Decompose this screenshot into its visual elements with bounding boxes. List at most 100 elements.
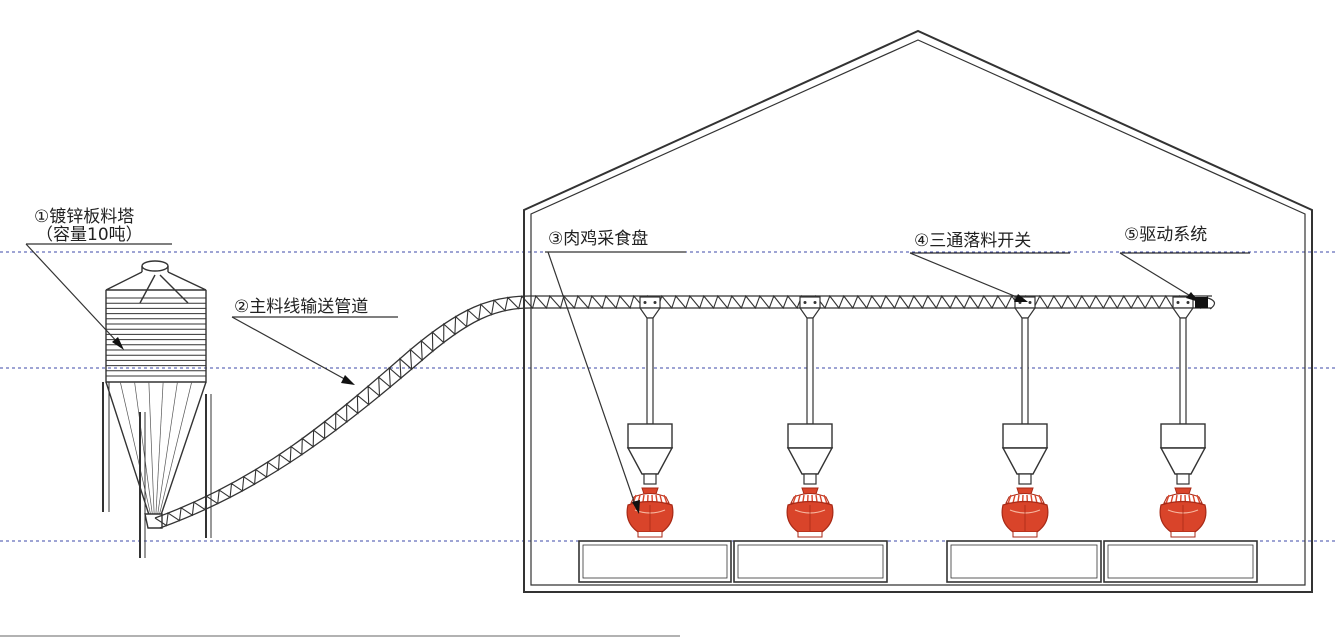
- hopper-lines: [119, 381, 193, 519]
- drop-hopper-cone: [626, 447, 674, 475]
- drop-hopper-cone: [1001, 447, 1049, 475]
- drop-hopper-neck: [1018, 473, 1032, 485]
- bracket-bolt: [1186, 301, 1190, 304]
- junction-funnel: [1171, 307, 1195, 319]
- hopper-line: [155, 381, 164, 519]
- feeder-pan-bar: [819, 494, 823, 504]
- label-drive-system: ⑤驱动系统: [1124, 225, 1207, 245]
- bracket-bolt: [653, 301, 657, 304]
- hopper-line: [134, 381, 154, 519]
- drop-hopper-neck: [1176, 473, 1190, 485]
- junction-funnel: [798, 307, 822, 319]
- drop-hopper-cone: [1159, 447, 1207, 475]
- floor-platform: [578, 540, 732, 583]
- junction-funnel: [1013, 307, 1037, 319]
- house-inner-wall: [530, 39, 1306, 586]
- leader-lines: [25, 243, 1250, 511]
- arrowhead-silo: [112, 337, 124, 350]
- hopper-line: [148, 381, 155, 519]
- silo: [102, 260, 212, 558]
- drop-switch-bracket: [639, 296, 661, 309]
- drop-hopper-neck: [643, 473, 657, 485]
- floor-platform: [946, 540, 1102, 583]
- floor-platform: [737, 544, 884, 579]
- feeder-pan-bar: [1038, 494, 1043, 504]
- drop-hopper-cone: [786, 447, 834, 475]
- drop-tube: [646, 317, 654, 425]
- feeder-pan-bar: [659, 494, 663, 504]
- arrowhead-switch: [1014, 294, 1028, 302]
- drop-hopper: [787, 423, 833, 449]
- feeder-drop: [786, 296, 834, 538]
- pipe-spiral: [154, 294, 1209, 527]
- feeder-pan-bar: [663, 494, 668, 504]
- hopper-line: [156, 381, 178, 519]
- leader-line-drive: [1119, 252, 1198, 301]
- feeder-pan-bar: [1007, 494, 1012, 504]
- silo-roof: [105, 271, 207, 291]
- bracket-bolt: [1176, 301, 1180, 304]
- feeder-pan-bar: [797, 494, 801, 504]
- drive-unit: [1195, 297, 1216, 310]
- drop-hopper: [627, 423, 673, 449]
- feeder-pan-bar: [1165, 494, 1170, 504]
- hopper-line: [119, 381, 152, 519]
- bracket-bolt: [1028, 301, 1032, 304]
- label-silo-capacity: （容量10吨）: [36, 225, 143, 245]
- feeder-pan-bar: [1034, 494, 1038, 504]
- feeder-pan-base: [1170, 532, 1196, 538]
- drop-tube: [1179, 317, 1187, 425]
- drop-tube: [806, 317, 814, 425]
- drop-tube: [1021, 317, 1029, 425]
- bracket-bolt: [813, 301, 817, 304]
- feeder-pan-bar: [1012, 494, 1016, 504]
- label-main-pipe: ②主料线输送管道: [234, 297, 368, 317]
- floor-platform: [1107, 544, 1254, 579]
- arrowhead-pipe: [341, 375, 355, 385]
- main-conveyor-pipe: [154, 294, 1212, 529]
- house-outer-wall: [523, 29, 1313, 593]
- silo-rings: [106, 297, 206, 377]
- drive-coupling: [1207, 297, 1216, 310]
- floor-platform: [1103, 540, 1258, 583]
- floor-platform: [733, 540, 888, 583]
- label-drop-switch: ④三通落料开关: [914, 231, 1031, 251]
- label-silo-title: ①镀锌板料塔: [34, 207, 134, 227]
- arrowhead-pan: [632, 500, 640, 514]
- pipe-upper-edge: [154, 295, 1212, 519]
- feeder-drop: [1001, 296, 1049, 538]
- pipe-lower-edge: [159, 307, 1212, 529]
- drop-hopper: [1002, 423, 1048, 449]
- label-feeder-pan: ③肉鸡采食盘: [548, 229, 648, 249]
- bracket-bolt: [803, 301, 807, 304]
- feeder-drop: [626, 296, 674, 538]
- drop-switch-bracket: [799, 296, 821, 309]
- arrowhead-drive: [1186, 292, 1199, 302]
- feeder-pan-bar: [792, 494, 797, 504]
- feeder-drops: [626, 296, 1207, 538]
- junction-funnel: [638, 307, 662, 319]
- hopper-line: [158, 381, 193, 519]
- silo-top-cap: [141, 260, 169, 272]
- poultry-house: [523, 29, 1313, 593]
- feeder-drop: [1159, 296, 1207, 538]
- feeder-pan-base: [797, 532, 823, 538]
- feeder-pan-base: [637, 532, 663, 538]
- feeder-pan-bar: [1192, 494, 1196, 504]
- feeder-pan-bar: [1196, 494, 1201, 504]
- drive-motor: [1195, 297, 1208, 308]
- feeder-pan-bar: [823, 494, 828, 504]
- leader-line-silo: [25, 243, 121, 346]
- drop-hopper: [1160, 423, 1206, 449]
- floor-platform: [582, 544, 728, 579]
- bracket-bolt: [643, 301, 647, 304]
- leader-line-pan: [547, 251, 638, 511]
- silo-hopper: [105, 381, 207, 519]
- feeder-pan-base: [1012, 532, 1038, 538]
- leader-arrowheads: [112, 292, 1199, 514]
- leader-line-switch: [909, 252, 1025, 301]
- drop-hopper-neck: [803, 473, 817, 485]
- floor-platforms: [578, 540, 1258, 583]
- feeder-pan-bar: [1170, 494, 1174, 504]
